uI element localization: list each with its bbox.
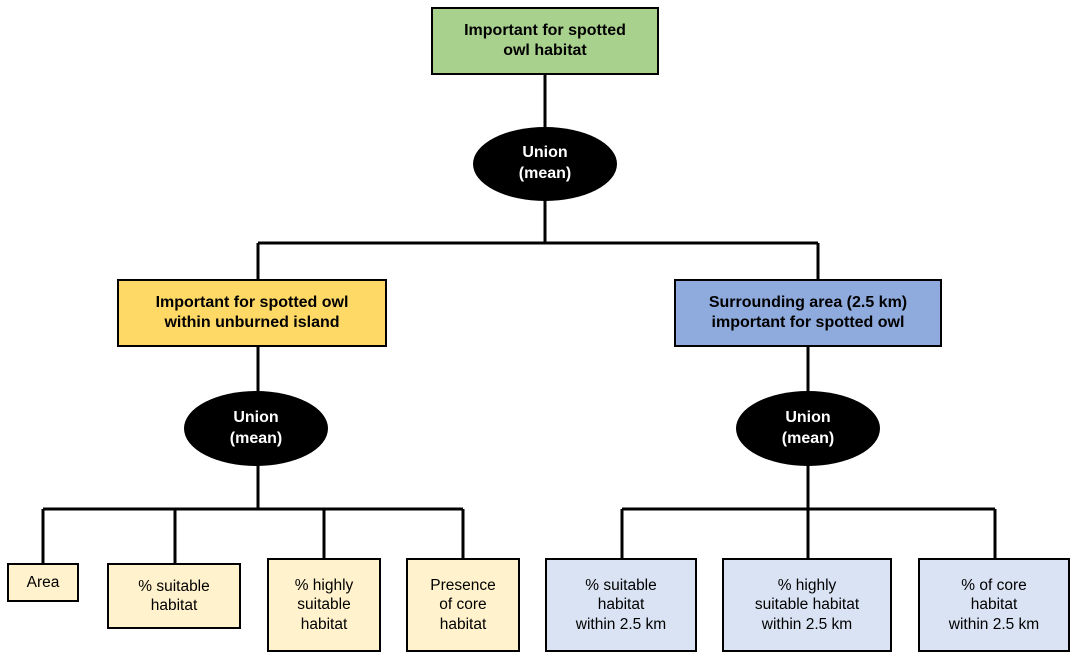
union-right-line2: (mean)	[781, 429, 835, 447]
leaf-r1-line3: within 2.5 km	[575, 615, 667, 633]
left-node-line2: within unburned island	[164, 314, 340, 331]
leaf-r2-line2: suitable habitat	[754, 596, 860, 614]
leaf-core-habitat-2-5km: % of core habitat within 2.5 km	[918, 558, 1070, 652]
leaf-suitable-habitat-line1: % suitable	[138, 577, 210, 595]
right-node: Surrounding area (2.5 km) important for …	[674, 279, 942, 347]
leaf-presence-core-habitat: Presence of core habitat	[406, 558, 520, 652]
leaf-presence-core-line3: habitat	[439, 615, 487, 633]
leaf-r2-line3: within 2.5 km	[761, 615, 853, 633]
leaf-r1-line2: habitat	[597, 596, 645, 614]
leaf-area: Area	[7, 563, 79, 602]
leaf-presence-core-line2: of core	[439, 596, 487, 614]
leaf-highly-suitable-line1: % highly	[294, 576, 354, 594]
leaf-r2-line1: % highly	[777, 576, 837, 594]
leaf-highly-suitable-habitat-2-5km: % highly suitable habitat within 2.5 km	[722, 558, 892, 652]
leaf-presence-core-line1: Presence	[430, 576, 496, 594]
right-node-line1: Surrounding area (2.5 km)	[708, 294, 908, 311]
root-line2: owl habitat	[503, 42, 587, 59]
leaf-r1-line1: % suitable	[585, 576, 657, 594]
left-node: Important for spotted owl within unburne…	[117, 279, 387, 347]
root-node: Important for spotted owl habitat	[431, 7, 659, 75]
union-top-node: Union (mean)	[473, 127, 617, 201]
right-node-line2: important for spotted owl	[711, 314, 905, 331]
union-left-line1: Union	[233, 408, 279, 426]
leaf-r3-line2: habitat	[970, 596, 1018, 614]
root-line1: Important for spotted	[464, 22, 626, 39]
left-node-line1: Important for spotted owl	[155, 294, 349, 311]
union-top-line1: Union	[522, 144, 568, 162]
union-top-line2: (mean)	[518, 165, 572, 182]
leaf-highly-suitable-line2: suitable	[297, 596, 351, 614]
leaf-highly-suitable-line3: habitat	[300, 615, 348, 633]
union-right-node: Union (mean)	[736, 391, 880, 466]
leaf-suitable-habitat-line2: habitat	[150, 597, 198, 614]
union-left-node: Union (mean)	[184, 391, 328, 466]
union-right-line1: Union	[785, 408, 831, 426]
leaf-suitable-habitat-2-5km: % suitable habitat within 2.5 km	[545, 558, 697, 652]
leaf-area-line1: Area	[26, 573, 60, 591]
leaf-suitable-habitat: % suitable habitat	[107, 563, 241, 629]
leaf-r3-line3: within 2.5 km	[948, 615, 1040, 633]
leaf-r3-line1: % of core	[961, 576, 1027, 594]
leaf-highly-suitable-habitat: % highly suitable habitat	[267, 558, 381, 652]
union-left-line2: (mean)	[229, 429, 283, 447]
